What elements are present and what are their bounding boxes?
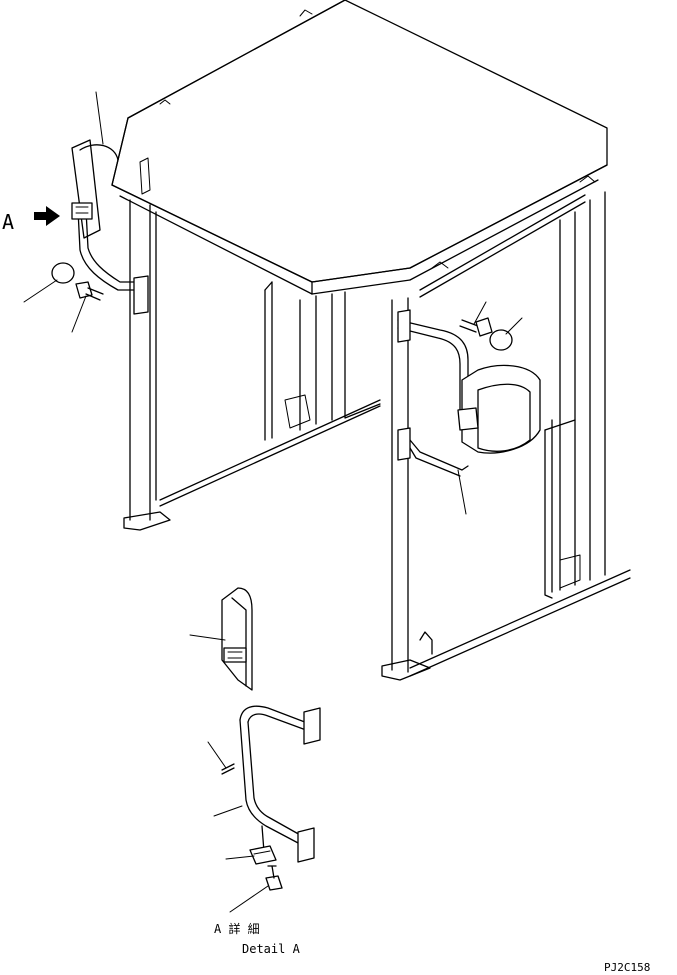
right-bolt xyxy=(459,317,493,337)
detail-caption-jp: A 詳 細 xyxy=(214,921,260,936)
left-pillar xyxy=(123,157,171,531)
detail-a-screw xyxy=(265,865,283,891)
left-cap xyxy=(51,262,75,284)
wiper-rail xyxy=(419,175,596,298)
rear-frame xyxy=(159,281,381,507)
detail-a-bracket xyxy=(239,705,321,863)
drawing-code: PJ2C158 xyxy=(604,961,650,974)
leader-lines xyxy=(23,91,523,913)
left-mirror xyxy=(71,139,149,315)
right-mirror xyxy=(397,309,541,477)
view-arrow xyxy=(34,206,60,226)
right-frame xyxy=(544,191,606,599)
detail-a-clip xyxy=(249,845,277,865)
cab-roof xyxy=(111,0,608,283)
view-label: A xyxy=(2,210,14,234)
detail-a-pin xyxy=(221,763,235,775)
right-pillar xyxy=(381,297,631,681)
left-bolt xyxy=(75,281,104,301)
detail-a-cover xyxy=(221,587,253,691)
right-cap xyxy=(489,329,513,351)
detail-caption-en: Detail A xyxy=(242,942,301,956)
